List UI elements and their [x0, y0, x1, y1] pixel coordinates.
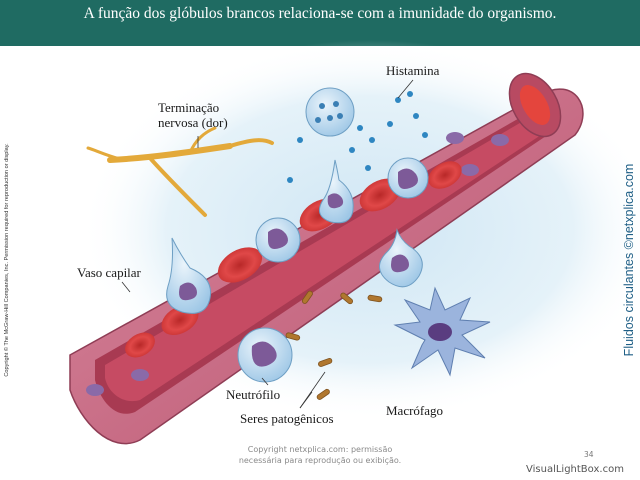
label-histamina: Histamina — [386, 63, 440, 78]
label-macrofago: Macrófago — [386, 403, 444, 418]
mast-cell — [305, 87, 355, 137]
macrophage — [393, 286, 491, 377]
label-terminacao-line2: nervosa (dor) — [158, 115, 228, 130]
neutrophil-squeezing-left — [166, 237, 212, 314]
title-banner: A função dos glóbulos brancos relaciona-… — [0, 0, 640, 46]
label-seres-patogenicos: Seres patogênicos — [240, 411, 334, 426]
nerve-ending — [86, 126, 274, 217]
side-caption: Fluidos circulantes ©netxplica.com — [618, 160, 640, 360]
leader-lines — [121, 79, 414, 409]
pathogens — [285, 290, 383, 400]
label-neutrofilo: Neutrófilo — [226, 387, 281, 402]
mcgraw-hill-copyright-text: Copyright © The McGraw-Hill Companies, I… — [4, 143, 10, 377]
footer-copyright: Copyright netxplica.com: permissão neces… — [195, 444, 445, 466]
label-vaso-capilar: Vaso capilar — [77, 265, 141, 280]
neutrophil-in-vessel-2 — [387, 157, 429, 199]
slide-title: A função dos glóbulos brancos relaciona-… — [83, 5, 557, 22]
side-caption-text: Fluidos circulantes ©netxplica.com — [622, 163, 636, 357]
neutrophil-in-vessel-1 — [255, 217, 301, 263]
watermark: VisualLightBox.com — [526, 464, 624, 475]
histamine-granules — [287, 91, 428, 183]
page-number: 34 — [584, 450, 594, 459]
footer-copyright-line1: Copyright netxplica.com: permissão — [247, 445, 393, 454]
neutrophil-tissue — [237, 327, 293, 383]
label-terminacao-nervosa: Terminação nervosa (dor) — [158, 100, 228, 130]
mcgraw-hill-copyright: Copyright © The McGraw-Hill Companies, I… — [2, 115, 12, 405]
footer-copyright-line2: necessária para reprodução ou exibição. — [238, 456, 402, 465]
neutrophil-squeezing-up — [318, 159, 354, 224]
white-blood-cells — [166, 87, 429, 383]
neutrophil-exiting — [379, 228, 423, 288]
label-terminacao-line1: Terminação — [158, 100, 220, 115]
